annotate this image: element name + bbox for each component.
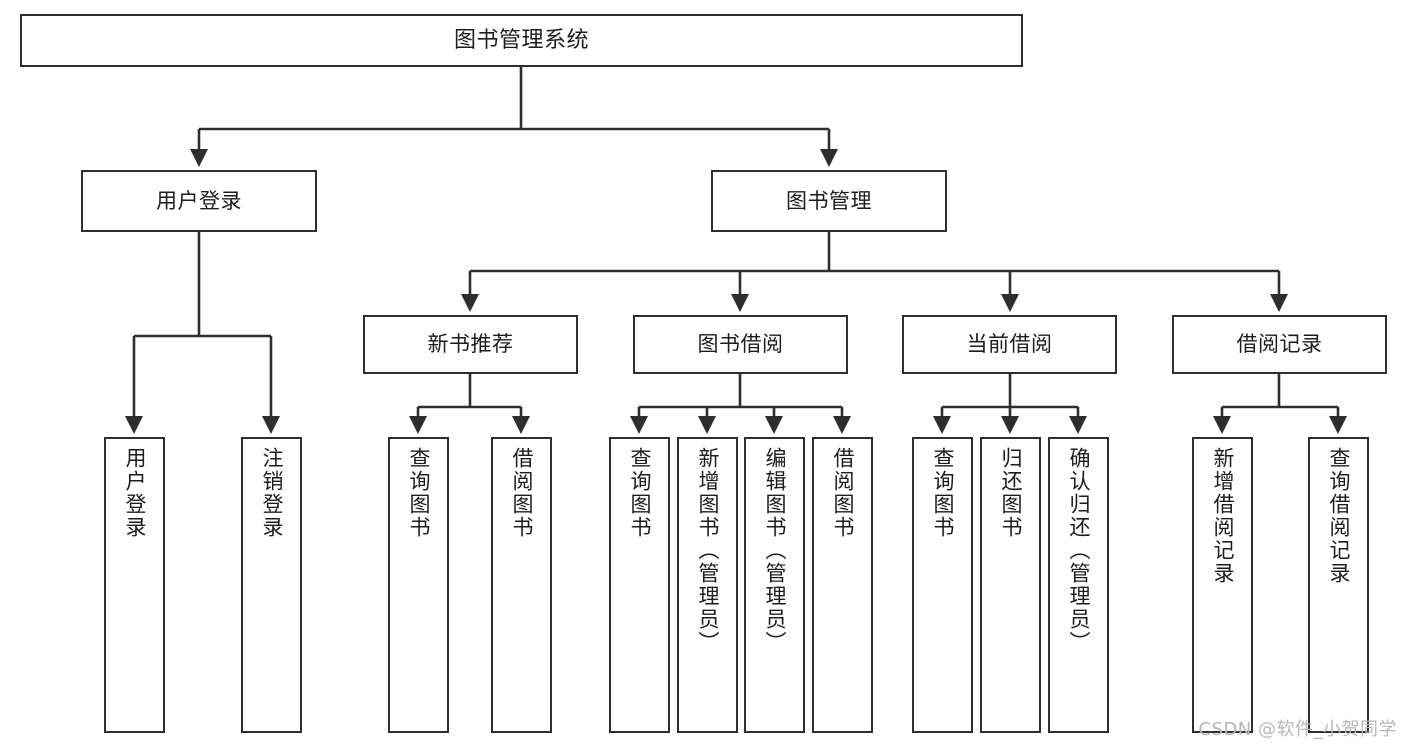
leaf-borrow-book-borrowing[interactable]: 借阅图书 — [812, 437, 873, 733]
node-borrowing-record[interactable]: 借阅记录 — [1172, 315, 1387, 374]
node-root-book-management-system[interactable]: 图书管理系统 — [20, 14, 1023, 67]
node-label: 图书借阅 — [697, 332, 784, 357]
node-label: 新书推荐 — [427, 332, 514, 357]
node-label: 当前借阅 — [966, 332, 1053, 357]
node-label: 新增图书（管理员） — [696, 447, 720, 654]
leaf-query-book-borrowing[interactable]: 查询图书 — [609, 437, 670, 733]
node-book-borrowing[interactable]: 图书借阅 — [633, 315, 848, 374]
node-label: 查询图书 — [931, 447, 955, 539]
node-label: 查询图书 — [407, 447, 431, 539]
leaf-borrow-book-new-book[interactable]: 借阅图书 — [491, 437, 552, 733]
node-current-borrowing[interactable]: 当前借阅 — [902, 315, 1117, 374]
node-label: 注销登录 — [260, 447, 284, 539]
leaf-add-borrow-record[interactable]: 新增借阅记录 — [1192, 437, 1253, 733]
node-label: 新增借阅记录 — [1211, 447, 1235, 585]
csdn-watermark: CSDN @软件_小贺同学 — [1198, 719, 1397, 740]
node-label: 图书管理 — [786, 188, 872, 213]
leaf-user-login[interactable]: 用户登录 — [104, 437, 165, 733]
node-label: 编辑图书（管理员） — [763, 447, 787, 654]
node-label: 借阅记录 — [1236, 332, 1323, 357]
node-book-management[interactable]: 图书管理 — [711, 170, 947, 232]
leaf-add-book-admin[interactable]: 新增图书（管理员） — [677, 437, 738, 733]
node-label: 借阅图书 — [510, 447, 534, 539]
leaf-query-book-new-book[interactable]: 查询图书 — [388, 437, 449, 733]
node-label: 用户登录 — [123, 447, 147, 539]
leaf-return-book[interactable]: 归还图书 — [980, 437, 1041, 733]
node-user-login[interactable]: 用户登录 — [81, 170, 317, 232]
node-label: 借阅图书 — [831, 447, 855, 539]
node-label: 图书管理系统 — [453, 27, 589, 53]
node-label: 查询图书 — [628, 447, 652, 539]
leaf-edit-book-admin[interactable]: 编辑图书（管理员） — [744, 437, 805, 733]
node-label: 确认归还（管理员） — [1067, 447, 1091, 654]
leaf-query-borrow-record[interactable]: 查询借阅记录 — [1308, 437, 1369, 733]
node-label: 用户登录 — [156, 188, 242, 213]
node-label: 归还图书 — [999, 447, 1023, 539]
leaf-logout[interactable]: 注销登录 — [241, 437, 302, 733]
node-new-book-recommendation[interactable]: 新书推荐 — [363, 315, 578, 374]
node-label: 查询借阅记录 — [1327, 447, 1351, 585]
leaf-query-book-current[interactable]: 查询图书 — [912, 437, 973, 733]
leaf-confirm-return-admin[interactable]: 确认归还（管理员） — [1048, 437, 1109, 733]
